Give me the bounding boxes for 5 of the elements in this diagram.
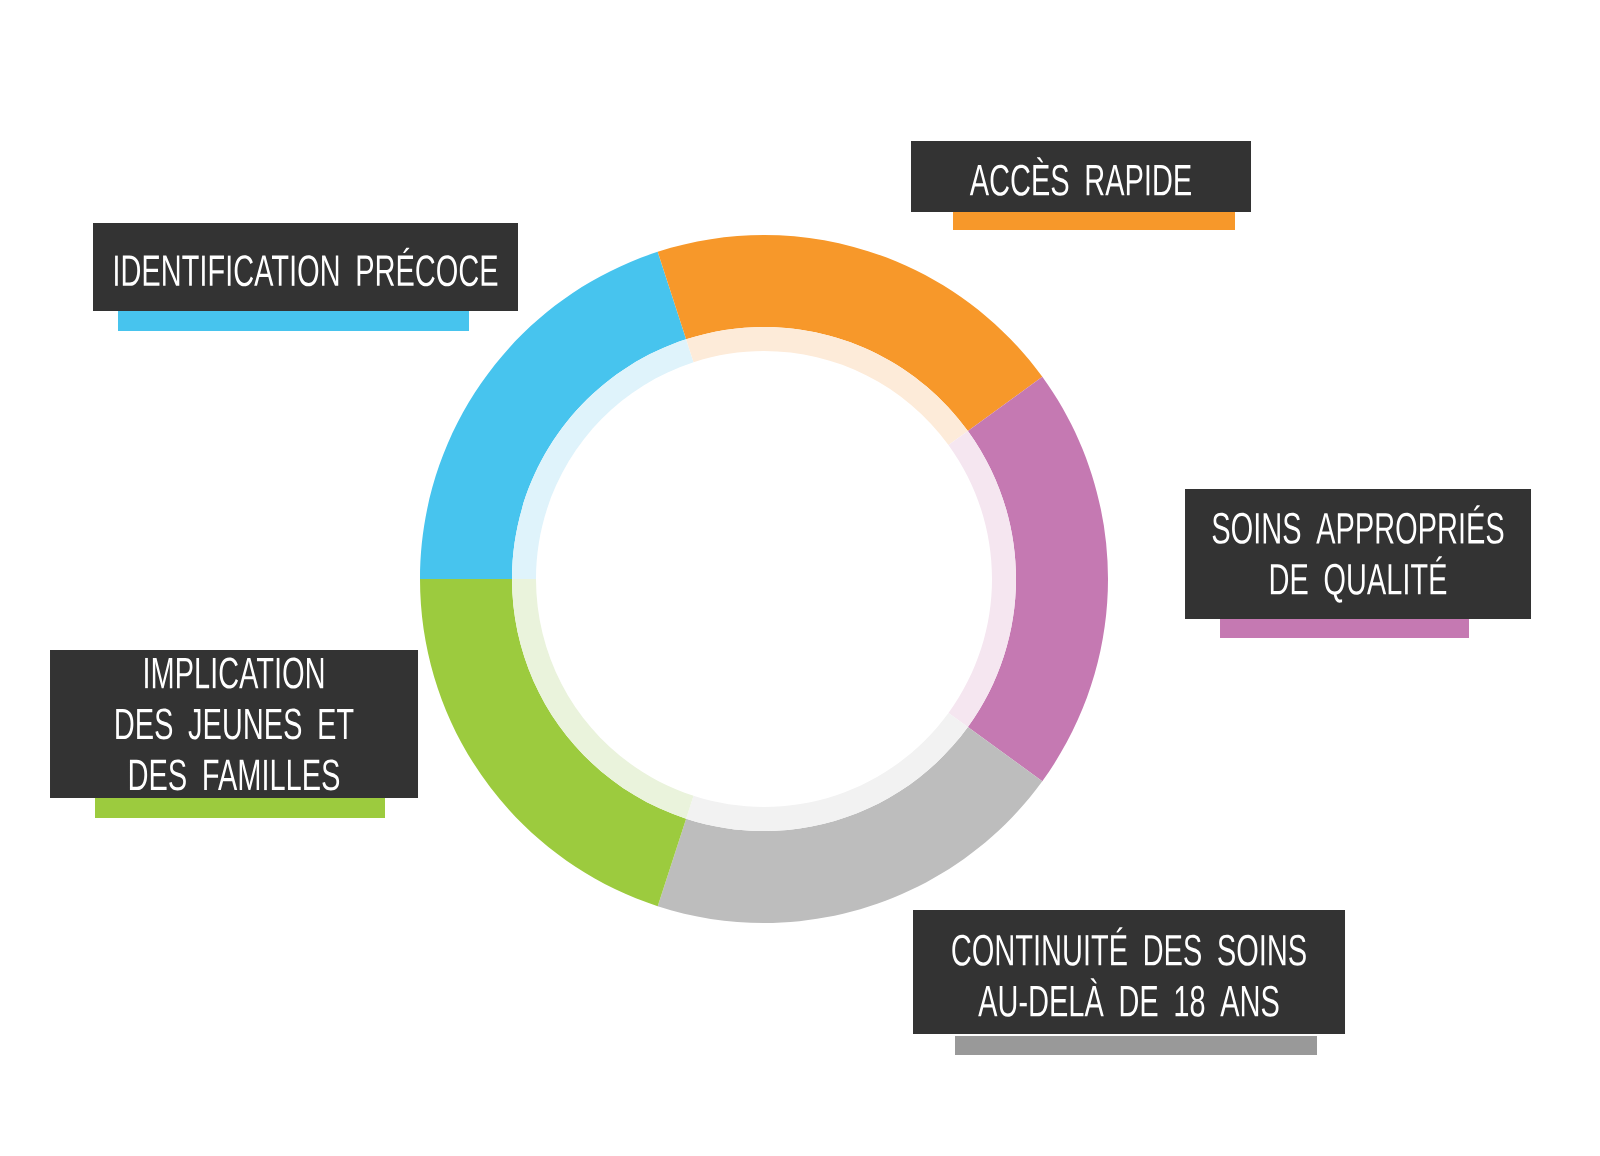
- label-box: ACCÈS RAPIDE: [911, 141, 1251, 212]
- label-box: CONTINUITÉ DES SOINS AU-DELÀ DE 18 ANS: [913, 910, 1345, 1034]
- label-box: IMPLICATION DES JEUNES ET DES FAMILLES: [50, 650, 418, 798]
- label-box: IDENTIFICATION PRÉCOCE: [93, 223, 518, 311]
- label-box: SOINS APPROPRIÉS DE QUALITÉ: [1185, 489, 1531, 619]
